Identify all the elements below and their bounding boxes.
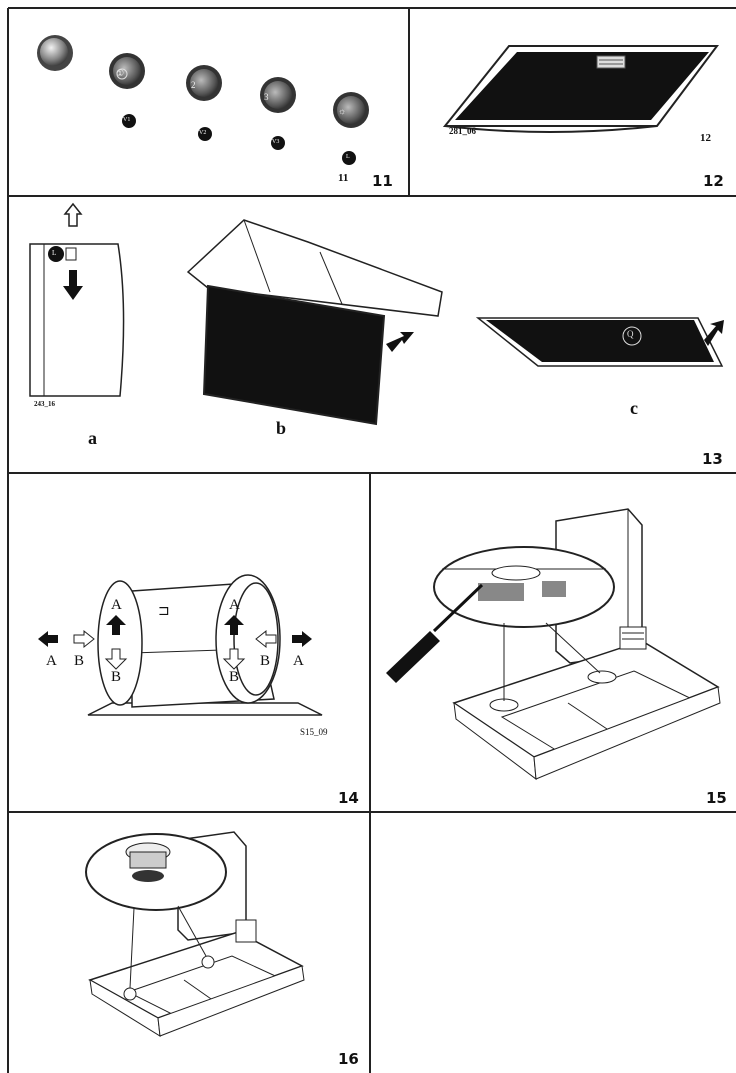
arrow-up-icon bbox=[63, 202, 83, 227]
figure-11-number: 11 bbox=[372, 172, 393, 190]
badge-l: L bbox=[346, 154, 350, 160]
sub-label-b: b bbox=[276, 418, 287, 438]
button-speed-1-icon bbox=[109, 53, 145, 128]
motor-drawing: ⊐ bbox=[38, 574, 323, 716]
figure-16: 16 bbox=[8, 812, 370, 1073]
figure-15: 15 bbox=[370, 473, 736, 812]
button-4-symbol: ☼ bbox=[338, 106, 347, 116]
figure-14-code: S15_09 bbox=[300, 727, 328, 737]
figure-12: 281_06 12 12 bbox=[409, 8, 736, 196]
screwdriver-icon bbox=[386, 583, 484, 683]
arrow-right-icon bbox=[292, 631, 312, 647]
figure-13: L Q 243_16 a b c 13 bbox=[8, 196, 736, 473]
panel-b-drawing bbox=[186, 219, 443, 426]
badge-v2: V2 bbox=[199, 130, 207, 136]
label-b-motor-left: B bbox=[111, 669, 122, 685]
arrow-up-right-icon bbox=[704, 320, 724, 346]
arrow-up-icon bbox=[106, 615, 126, 635]
button-speed-3-icon bbox=[260, 77, 296, 150]
hood-screwdriver-drawing bbox=[386, 508, 721, 781]
panel-c-drawing bbox=[475, 317, 724, 367]
charcoal-filter-drawing bbox=[29, 202, 724, 426]
figure-15-number: 15 bbox=[706, 789, 727, 807]
label-a-left: A bbox=[46, 653, 57, 669]
panel-a-drawing bbox=[29, 202, 125, 397]
arrow-down-icon bbox=[104, 648, 128, 670]
arrow-left-icon bbox=[255, 629, 277, 649]
arrow-left-icon bbox=[38, 631, 58, 647]
label-b-motor-right: B bbox=[229, 669, 240, 685]
button-light-icon bbox=[333, 92, 369, 165]
label-a-right: A bbox=[293, 653, 304, 669]
label-b-left: B bbox=[74, 653, 85, 669]
sub-label-a: a bbox=[88, 428, 97, 448]
figure-14-number: 14 bbox=[338, 789, 359, 807]
control-buttons-drawing bbox=[37, 35, 369, 165]
figure-12-code: 281_06 bbox=[449, 126, 476, 136]
arrow-down-icon bbox=[63, 270, 83, 300]
figure-11-inner-number: 11 bbox=[338, 172, 349, 184]
figure-11: ① 2 3 ☼ V1 V2 V3 L 11 11 bbox=[8, 8, 409, 196]
badge-q-13c: Q bbox=[627, 329, 634, 339]
arrow-down-icon bbox=[222, 648, 246, 670]
button-speed-2-icon bbox=[186, 65, 222, 141]
button-2-symbol: 2 bbox=[191, 80, 196, 90]
button-3-symbol: 3 bbox=[264, 92, 269, 102]
label-a-motor-left: A bbox=[111, 597, 122, 613]
sub-label-c: c bbox=[630, 398, 638, 418]
label-b-right: B bbox=[260, 653, 271, 669]
svg-text:⊐: ⊐ bbox=[158, 603, 170, 619]
arrow-right-icon bbox=[386, 332, 414, 352]
figure-12-number: 12 bbox=[703, 172, 724, 190]
label-a-motor-right: A bbox=[229, 597, 240, 613]
figure-12-inner-number: 12 bbox=[700, 132, 711, 144]
grease-filter-drawing bbox=[442, 45, 719, 133]
figure-13-number: 13 bbox=[702, 450, 723, 468]
figure-16-number: 16 bbox=[338, 1050, 359, 1068]
button-1-symbol: ① bbox=[116, 68, 125, 78]
button-plain-icon bbox=[37, 35, 73, 71]
figure-14: ⊐ A B A B A B B A S15_09 14 bbox=[8, 473, 370, 812]
arrow-right-icon bbox=[73, 629, 95, 649]
lamp-icon bbox=[125, 842, 171, 882]
arrow-up-icon bbox=[224, 615, 244, 635]
badge-v3: V3 bbox=[272, 139, 280, 145]
hood-lamp-drawing bbox=[85, 831, 305, 1037]
badge-l-13a: L bbox=[52, 249, 57, 257]
badge-v1: V1 bbox=[123, 117, 131, 123]
figure-13-code: 243_16 bbox=[34, 400, 55, 408]
